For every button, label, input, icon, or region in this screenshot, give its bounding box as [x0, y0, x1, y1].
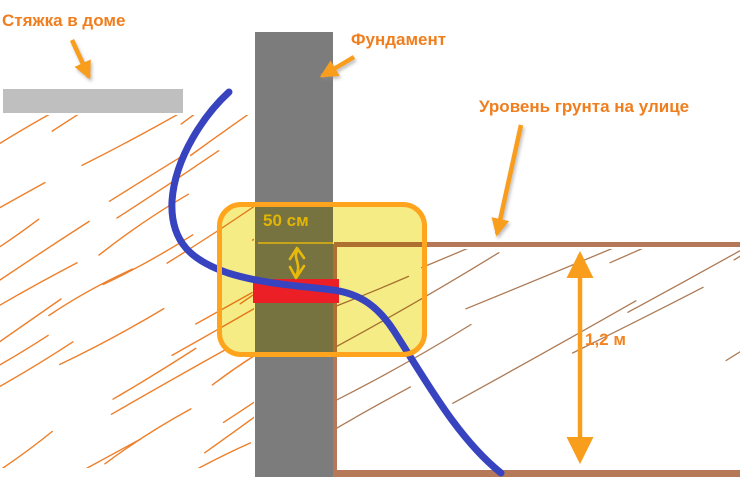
screed-slab — [3, 89, 183, 113]
foundation-label: Фундамент — [351, 30, 447, 49]
highlight-box-border — [217, 202, 427, 357]
soil-bottom-line — [333, 470, 740, 477]
cable-depth-arrow — [288, 246, 306, 280]
ground-level-arrow — [491, 124, 524, 237]
screed-arrow — [69, 39, 92, 80]
street-ground-line — [334, 242, 740, 247]
cable-depth-label: 50 см — [263, 211, 309, 230]
water-pipe-curve — [168, 88, 505, 477]
screed-label: Стяжка в доме — [2, 11, 126, 30]
soil-edge-line — [333, 244, 337, 473]
ground-level-label: Уровень грунта на улице — [479, 97, 690, 116]
measure-reference-line — [258, 242, 333, 244]
foundation-depth-label: 1,2 м — [585, 330, 626, 349]
foundation-arrow — [319, 55, 356, 78]
soil-hatch-left — [0, 115, 254, 468]
